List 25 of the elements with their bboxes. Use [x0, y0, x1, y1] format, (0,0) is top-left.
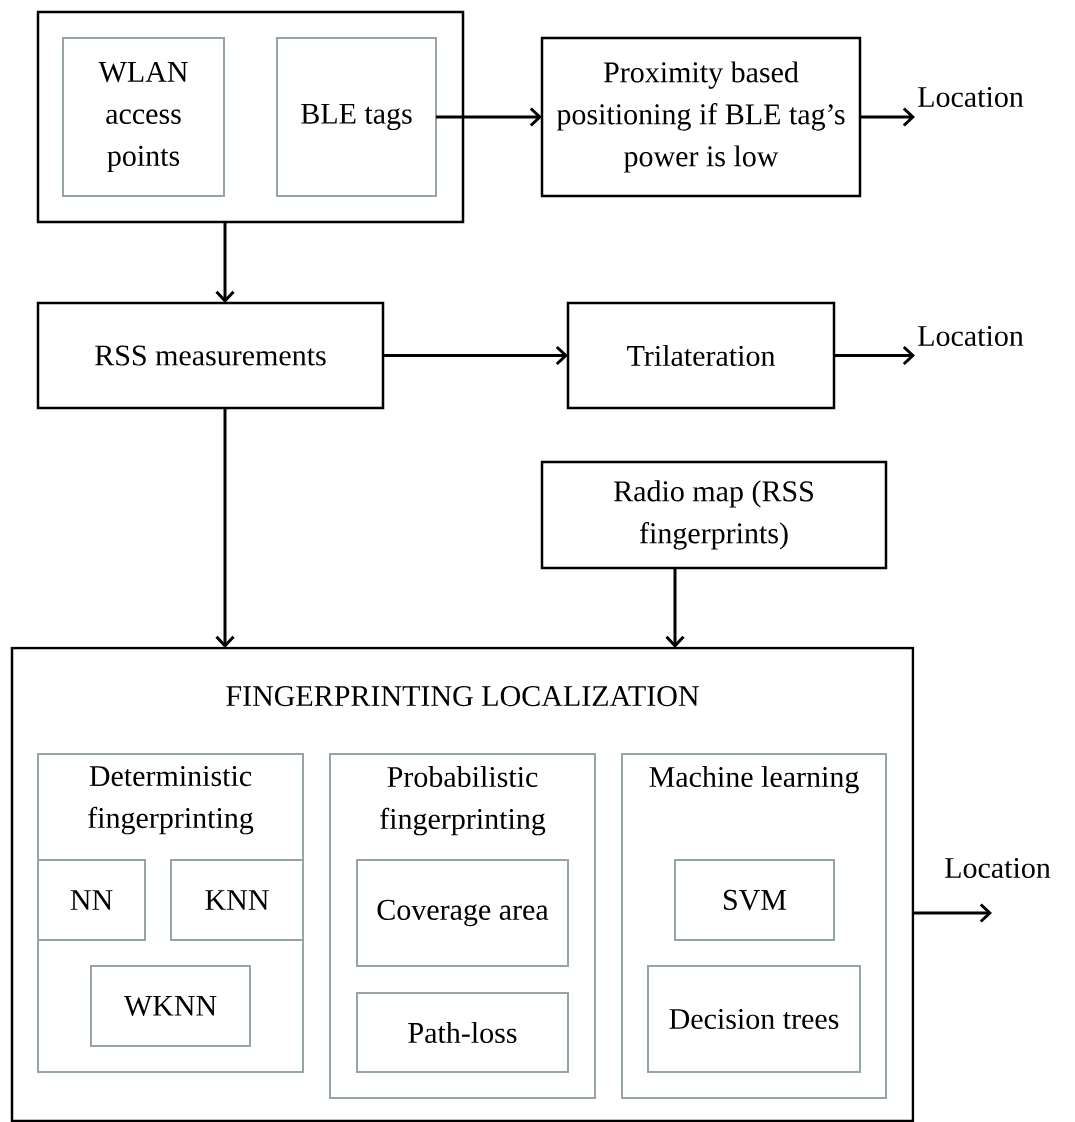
- process-box: Trilateration: [566, 301, 836, 410]
- location-label: Location: [918, 325, 1024, 347]
- arrow: [215, 222, 235, 303]
- method-box: SVM: [674, 859, 835, 941]
- method-box: NN: [37, 859, 146, 941]
- arrow: [834, 345, 915, 366]
- arrow: [383, 345, 568, 366]
- location-label: Location: [945, 857, 1051, 879]
- method-box: BLE tags: [276, 37, 437, 197]
- arrow: [436, 107, 542, 127]
- process-box: Radio map (RSS fingerprints): [540, 460, 888, 570]
- method-box: KNN: [170, 859, 304, 941]
- arrow: [913, 903, 992, 923]
- arrow: [215, 408, 235, 648]
- method-box: WKNN: [90, 965, 251, 1047]
- method-box: WLAN access points: [62, 37, 225, 197]
- method-box: Path-loss: [356, 992, 569, 1073]
- location-label: Location: [918, 86, 1024, 108]
- group-box: [36, 10, 465, 224]
- process-box: Proximity based positioning if BLE tag’s power is low: [540, 36, 862, 198]
- arrow: [860, 107, 915, 127]
- method-box: Coverage area: [356, 859, 569, 967]
- arrow: [665, 568, 685, 648]
- method-box: Decision trees: [647, 965, 861, 1073]
- process-box: RSS measurements: [36, 301, 385, 410]
